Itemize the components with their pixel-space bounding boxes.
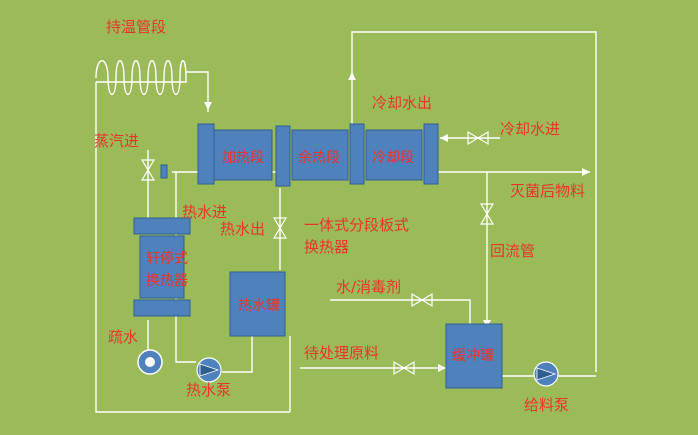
raw-material-valve-icon[interactable] — [393, 360, 415, 376]
tubular-exchanger-bottom-flange — [133, 299, 191, 317]
raw-material-label: 待处理原料 — [304, 344, 379, 362]
hot-water-pump-icon[interactable] — [196, 357, 222, 383]
plate-exchanger-label-2: 换热器 — [304, 238, 349, 256]
left-return-line — [95, 82, 290, 413]
return-valve-icon[interactable] — [479, 203, 495, 225]
hot-water-out-valve-icon[interactable] — [272, 217, 288, 239]
hot-water-tank-label: 热水罐 — [238, 298, 280, 314]
cooling-water-valve-icon[interactable] — [467, 130, 489, 146]
top-recirc-line — [351, 31, 597, 372]
tubular-exchanger-label-1: 轩停式 — [146, 250, 188, 267]
regen-section — [291, 129, 349, 181]
coil-to-heater-line — [186, 71, 209, 112]
hot-water-pump-to-tank — [222, 336, 253, 373]
steam-trap-icon — [137, 349, 163, 375]
hot-water-in-line — [175, 172, 196, 363]
end-plate-right — [423, 123, 439, 185]
holding-tube-label: 持温管段 — [106, 18, 166, 36]
cooling-water-in-label: 冷却水进 — [500, 120, 560, 138]
tubular-exchanger-top-flange — [133, 217, 191, 235]
hot-water-in-label: 热水进 — [182, 203, 227, 221]
tubular-exchanger-label-2: 换热器 — [146, 272, 188, 289]
feed-pump-label: 给料泵 — [524, 396, 569, 414]
heating-section — [213, 129, 273, 181]
return-pipe-label: 回流管 — [490, 242, 535, 260]
plate-exchanger-label-1: 一体式分段板式 — [304, 216, 409, 234]
holding-tube-coil — [95, 60, 187, 96]
heating-section-label: 加热段 — [222, 150, 264, 166]
water-disinfectant-label: 水/消毒剂 — [336, 278, 401, 296]
hot-water-tank — [229, 271, 286, 337]
regen-section-label: 余热段 — [298, 149, 340, 166]
cooling-section-label: 冷却段 — [372, 150, 414, 166]
steam-fitting — [160, 164, 168, 179]
divider-plate-1 — [275, 125, 291, 187]
buffer-tank-label: 缓冲罐 — [452, 348, 494, 364]
feed-pump-icon[interactable] — [533, 361, 559, 387]
hot-water-pump-label: 热水泵 — [186, 381, 231, 399]
steam-in-label: 蒸汽进 — [94, 132, 139, 150]
sterilized-material-label: 灭菌后物料 — [510, 182, 585, 200]
hot-water-out-label: 热水出 — [220, 220, 265, 238]
buffer-tank — [445, 323, 503, 389]
drain-label: 疏水 — [108, 328, 138, 346]
disinfectant-valve-icon[interactable] — [411, 292, 433, 308]
cooling-section — [365, 129, 423, 181]
disinfectant-line — [330, 299, 471, 326]
steam-valve-icon[interactable] — [140, 159, 156, 181]
tubular-exchanger-body — [139, 235, 185, 299]
end-plate-left — [197, 123, 215, 185]
divider-plate-2 — [349, 123, 365, 185]
cooling-water-out-label: 冷却水出 — [372, 94, 432, 112]
